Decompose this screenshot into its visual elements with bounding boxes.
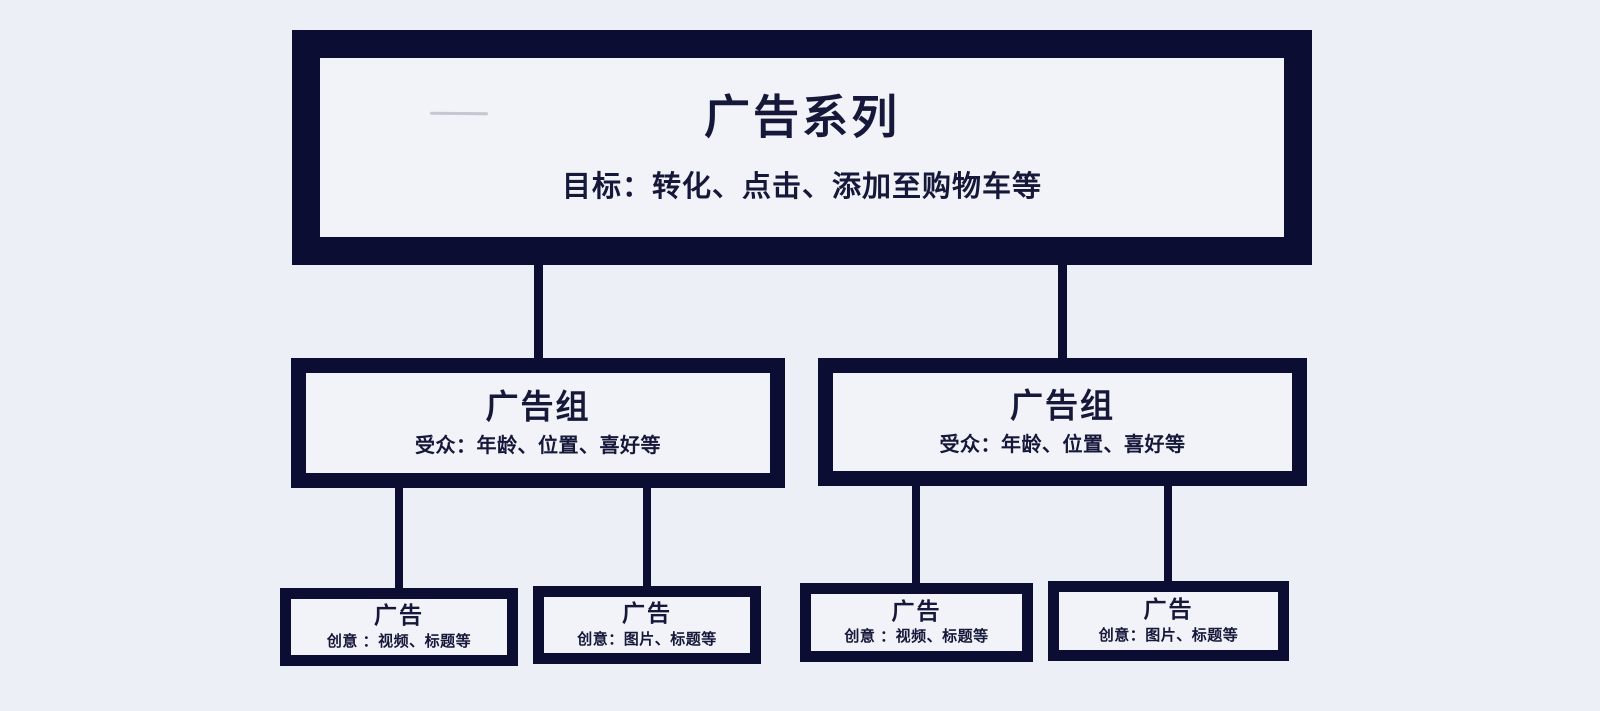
ad-title: 广告	[622, 600, 672, 627]
connector-adgroup1-to-ad-1	[395, 484, 403, 590]
campaign-subtitle: 目标：转化、点击、添加至购物车等	[561, 170, 1042, 203]
scan-artifact-line	[429, 111, 489, 116]
campaign-title: 广告系列	[704, 90, 900, 143]
ad-group-subtitle: 受众：年龄、位置、喜好等	[415, 434, 661, 457]
ad-node-2: 广告 创意：图片、标题等	[533, 586, 761, 664]
connector-adgroup2-to-ad-4	[1164, 482, 1172, 583]
ad-group-node-1: 广告组 受众：年龄、位置、喜好等	[291, 358, 785, 488]
ad-subtitle: 创意：图片、标题等	[1098, 626, 1239, 644]
ad-group-node-2: 广告组 受众：年龄、位置、喜好等	[818, 358, 1307, 486]
ad-node-4: 广告 创意：图片、标题等	[1048, 581, 1289, 661]
ad-group-subtitle: 受众：年龄、位置、喜好等	[939, 433, 1186, 456]
campaign-node: 广告系列 目标：转化、点击、添加至购物车等	[292, 30, 1312, 265]
ad-group-title: 广告组	[485, 388, 591, 426]
ad-node-3: 广告 创意 ：视频、标题等	[800, 583, 1033, 662]
connector-campaign-to-adgroup-1	[534, 260, 543, 360]
ad-title: 广告	[1143, 596, 1194, 623]
ad-node-1: 广告 创意 ：视频、标题等	[280, 588, 518, 666]
connector-campaign-to-adgroup-2	[1058, 260, 1067, 360]
connector-adgroup2-to-ad-3	[912, 482, 920, 585]
ad-subtitle: 创意 ：视频、标题等	[844, 628, 989, 646]
connector-adgroup1-to-ad-2	[643, 484, 651, 588]
ad-title: 广告	[891, 597, 942, 624]
ad-title: 广告	[374, 602, 424, 629]
ad-group-title: 广告组	[1010, 387, 1115, 425]
ad-subtitle: 创意：图片、标题等	[577, 630, 717, 648]
ad-subtitle: 创意 ：视频、标题等	[326, 632, 472, 650]
